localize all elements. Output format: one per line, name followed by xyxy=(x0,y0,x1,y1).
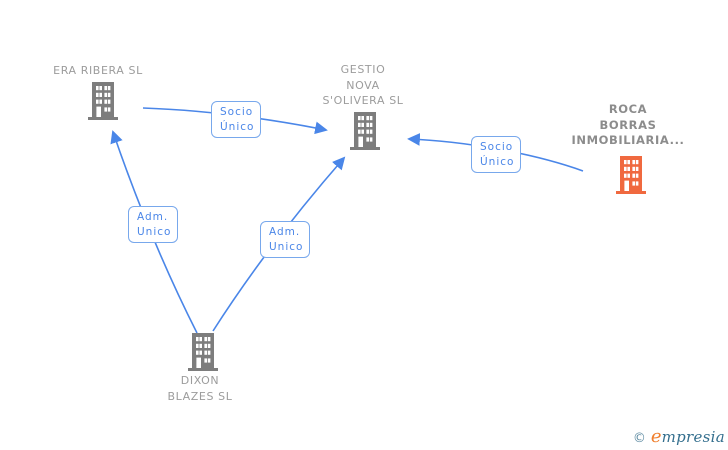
copyright-icon: © xyxy=(632,431,646,446)
empresia-logo[interactable]: © e mpresia xyxy=(633,426,725,447)
brand-rest: mpresia xyxy=(661,428,725,446)
company-node-roca-borras[interactable] xyxy=(616,156,646,194)
company-label-line: GESTIO xyxy=(340,63,386,76)
relation-label-line: Socio xyxy=(220,106,254,118)
relation-label-socio-unico: Socio Único xyxy=(471,136,522,173)
building-icon xyxy=(88,82,118,120)
relation-label-adm-unico: Adm. Unico xyxy=(128,206,179,243)
relation-label-line: Adm. xyxy=(137,211,169,223)
company-label-dixon-blazes: DIXON BLAZES SL xyxy=(110,373,290,404)
relation-label-socio-unico: Socio Único xyxy=(211,101,262,138)
brand-first-letter: e xyxy=(650,426,662,447)
company-node-dixon-blazes[interactable] xyxy=(188,333,218,371)
company-label-line: NOVA xyxy=(346,78,380,92)
company-label-era-ribera: ERA RIBERA SL xyxy=(8,63,188,79)
company-label-gestio-nova: GESTIO NOVA S'OLIVERA SL xyxy=(273,62,453,109)
relation-label-line: Socio xyxy=(480,141,514,153)
relation-label-line: Único xyxy=(480,155,515,168)
company-label-line: BORRAS xyxy=(599,117,657,132)
company-label-line: ROCA xyxy=(608,102,648,116)
relation-label-line: Unico xyxy=(137,225,172,238)
company-label-line: S'OLIVERA SL xyxy=(322,94,404,107)
company-label-line: BLAZES SL xyxy=(167,389,233,403)
company-label-line: INMOBILIARIA... xyxy=(571,133,685,147)
company-node-era-ribera[interactable] xyxy=(88,82,118,120)
building-icon xyxy=(188,333,218,371)
company-label-roca-borras: ROCA BORRAS INMOBILIARIA... xyxy=(538,102,718,149)
company-label-line: ERA RIBERA SL xyxy=(53,64,143,77)
relation-label-line: Único xyxy=(220,120,255,133)
company-node-gestio-nova[interactable] xyxy=(350,112,380,150)
relation-label-adm-unico: Adm. Unico xyxy=(260,221,311,258)
relation-label-line: Unico xyxy=(269,240,304,253)
relation-label-line: Adm. xyxy=(269,226,301,238)
company-label-line: DIXON xyxy=(180,374,220,387)
building-icon xyxy=(616,156,646,194)
building-icon xyxy=(350,112,380,150)
